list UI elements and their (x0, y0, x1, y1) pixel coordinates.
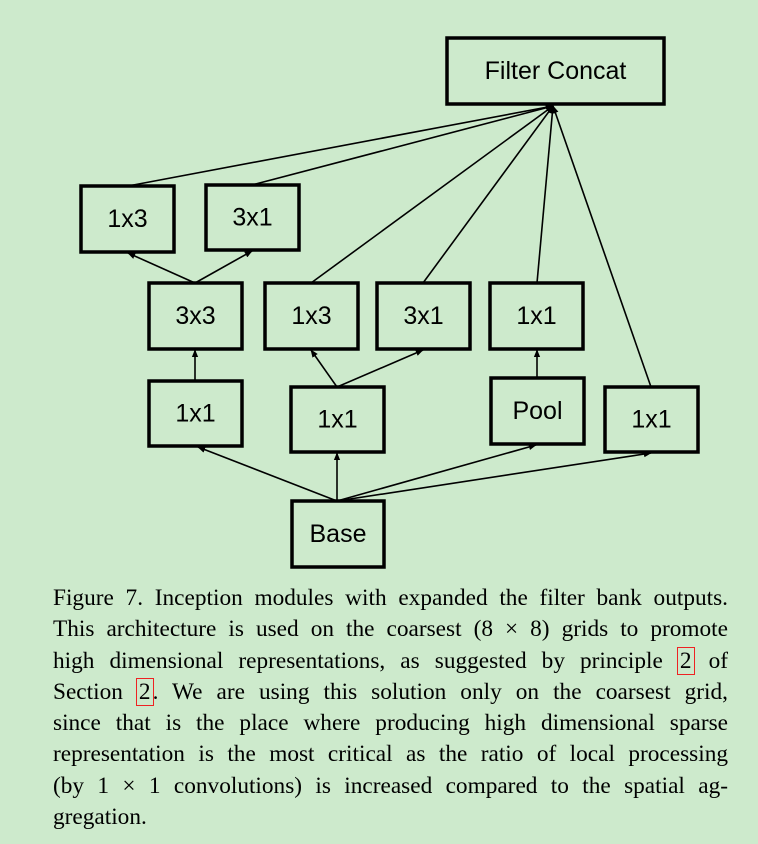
node-box (290, 499, 386, 569)
node-label: 1x1 (317, 406, 357, 434)
node-b2-1x3: 1x3 (263, 281, 360, 351)
edge-base-to-b1-1x1 (197, 446, 338, 502)
edge-base-to-b4-1x1 (336, 450, 652, 502)
node-label: 1x1 (516, 302, 556, 330)
caption-line-2: This architecture is used on the coarses… (53, 616, 728, 643)
edge-b2-3x1-to-filter-concat (422, 105, 554, 284)
node-b3-1x1-top: 1x1 (488, 281, 585, 351)
node-box (263, 281, 360, 351)
caption-line-1: Figure 7. Inception modules with expande… (53, 585, 728, 611)
caption-line-8: gregation. (53, 804, 147, 831)
caption-text: Section (53, 678, 137, 705)
caption-line-7: (by 1 × 1 convolutions) is increased com… (53, 772, 728, 799)
section-reference-link[interactable]: 2 (135, 677, 154, 706)
node-b1-1x3: 1x3 (79, 184, 176, 254)
caption-text: . We are using this solution only on the… (152, 678, 728, 705)
caption-text: high dimensional representations, as sug… (53, 647, 678, 674)
node-b4-1x1: 1x1 (603, 385, 700, 454)
edge-b1-3x3-to-b1-3x1 (194, 250, 253, 284)
node-box (488, 281, 585, 351)
node-b1-3x3: 3x3 (147, 281, 244, 351)
node-label: Filter Concat (485, 57, 627, 85)
edge-b1-3x1-to-filter-concat (251, 104, 554, 186)
edge-b3-1x1-top-to-filter-concat (536, 105, 556, 284)
node-box (79, 184, 176, 254)
edge-b1-1x3-to-filter-concat (127, 104, 554, 187)
node-b2-3x1: 3x1 (375, 281, 472, 351)
node-base: Base (290, 499, 386, 569)
caption-line-3: high dimensional representations, as sug… (53, 646, 728, 677)
node-label: 1x3 (291, 302, 331, 330)
node-label: Pool (512, 397, 562, 425)
node-box (489, 376, 586, 446)
node-filter-concat: Filter Concat (445, 36, 666, 106)
node-box (147, 281, 244, 351)
edge-b2-1x1-to-b2-3x1 (336, 349, 424, 388)
node-b2-1x1: 1x1 (289, 385, 386, 454)
node-b1-1x1: 1x1 (147, 379, 244, 448)
edge-b1-3x3-to-b1-1x3 (127, 252, 196, 284)
diagram-edges (127, 104, 652, 502)
node-box (147, 379, 244, 448)
edge-b2-1x1-to-b2-1x3 (310, 349, 338, 388)
node-box (603, 385, 700, 454)
node-box (289, 385, 386, 454)
node-label: 1x3 (107, 205, 147, 233)
node-label: 3x1 (403, 302, 443, 330)
node-box (445, 36, 666, 106)
node-b3-pool: Pool (489, 376, 586, 446)
node-box (375, 281, 472, 351)
node-box (204, 183, 301, 252)
node-label: 3x3 (175, 302, 215, 330)
edge-b4-1x1-to-filter-concat (552, 105, 652, 388)
node-label: 3x1 (232, 204, 272, 232)
node-label: Base (310, 520, 367, 548)
principle-reference-link[interactable]: 2 (676, 646, 695, 675)
node-b1-3x1: 3x1 (204, 183, 301, 252)
edge-base-to-b3-pool (336, 443, 537, 502)
caption-text: of (693, 647, 729, 674)
caption-line-4: Section 2. We are using this solution on… (53, 677, 728, 708)
edge-b2-1x3-to-filter-concat (310, 105, 554, 284)
node-label: 1x1 (631, 406, 671, 434)
figure-caption: Figure 7. Inception modules with expande… (53, 583, 728, 833)
caption-line-6: representation is the most critical as t… (53, 741, 728, 768)
caption-line-5: since that is the place where producing … (53, 710, 728, 737)
node-label: 1x1 (175, 400, 215, 428)
